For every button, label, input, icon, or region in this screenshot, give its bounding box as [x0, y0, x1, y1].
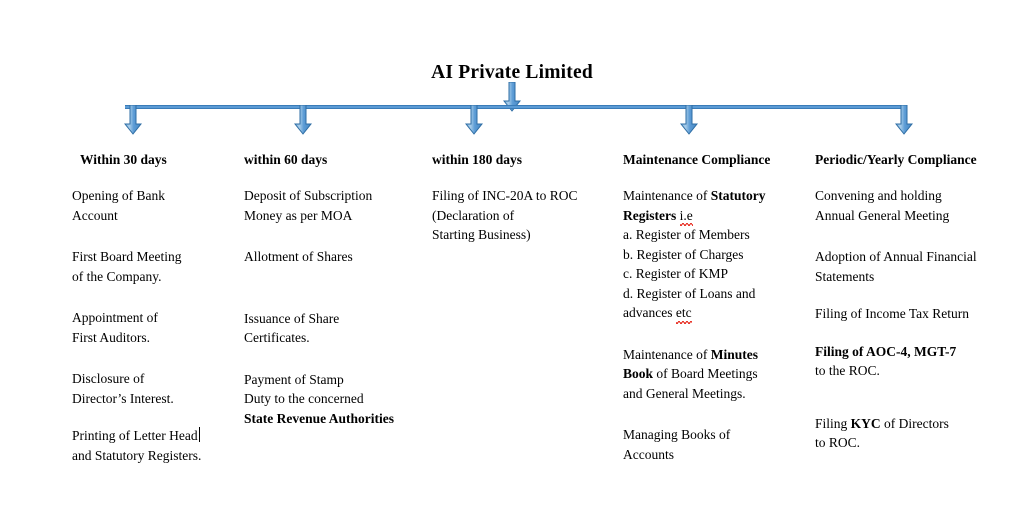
column-maintenance-compliance: Maintenance Compliance Maintenance of St…: [623, 152, 798, 482]
item-line: Payment of Stamp: [244, 371, 344, 387]
item-line: Filing of Income Tax Return: [815, 306, 970, 322]
item-line: to the ROC.: [815, 363, 880, 379]
list-item: Convening and holding Annual General Mee…: [815, 186, 1015, 225]
column-within-180-days: within 180 days Filing of INC-20A to ROC…: [432, 152, 622, 263]
list-item: Filing KYC of Directors to ROC.: [815, 414, 1015, 453]
item-line-emphasis: Filing of AOC-4, MGT-7: [815, 343, 957, 359]
item-line: Starting Business): [432, 227, 531, 243]
item-line: Certificates.: [244, 330, 310, 346]
item-text-emphasis: Book: [623, 366, 654, 382]
item-text: of Board Meetings: [653, 366, 758, 382]
item-line: Annual General Meeting: [815, 207, 950, 223]
list-item: Allotment of Shares: [244, 247, 414, 267]
list-item: Appointment of First Auditors.: [72, 308, 237, 347]
column-header-2: within 60 days: [244, 152, 328, 167]
item-line: (Declaration of: [432, 207, 515, 223]
item-line: First Auditors.: [72, 329, 151, 345]
item-line: Printing of Letter Head: [72, 428, 198, 444]
list-item: Filing of Income Tax Return: [815, 304, 1015, 324]
item-line-with-caret[interactable]: Printing of Letter Head: [72, 426, 237, 446]
list-item: Maintenance of Minutes Book of Board Mee…: [623, 345, 798, 404]
item-line: and Statutory Registers.: [72, 447, 202, 463]
list-item: Filing of INC-20A to ROC (Declaration of…: [432, 186, 622, 245]
list-item: Filing of AOC-4, MGT-7 to the ROC.: [815, 342, 1015, 381]
item-line: Filing of INC-20A to ROC: [432, 188, 578, 204]
column-periodic-yearly-compliance: Periodic/Yearly Compliance Convening and…: [815, 152, 1015, 471]
column-header-4: Maintenance Compliance: [623, 152, 771, 167]
item-line: of the Company.: [72, 268, 162, 284]
misspelled-word: etc: [675, 303, 692, 324]
item-line: Maintenance of Statutory: [623, 186, 798, 206]
arrow-down-col-4: [680, 105, 698, 135]
item-line: c. Register of KMP: [623, 266, 728, 282]
item-line: Duty to the concerned: [244, 391, 364, 407]
list-item: Maintenance of Statutory Registers i.e a…: [623, 186, 798, 324]
item-text-emphasis: Registers: [623, 207, 677, 223]
list-item: Payment of Stamp Duty to the concerned S…: [244, 370, 414, 429]
item-line: Opening of Bank: [72, 188, 165, 204]
column-header-3: within 180 days: [432, 152, 523, 167]
arrow-down-col-1: [124, 105, 142, 135]
item-line: b. Register of Charges: [623, 246, 744, 262]
item-line: First Board Meeting: [72, 249, 182, 265]
text-caret: [198, 427, 201, 443]
item-line: Allotment of Shares: [244, 249, 353, 265]
item-text: Maintenance of: [623, 188, 711, 204]
item-line: a. Register of Members: [623, 227, 750, 243]
item-line: Adoption of Annual Financial: [815, 249, 977, 265]
item-line-emphasis: State Revenue Authorities: [244, 410, 394, 426]
item-line: Convening and holding: [815, 188, 942, 204]
column-within-60-days: within 60 days Deposit of Subscription M…: [244, 152, 414, 446]
column-within-30-days: Within 30 days Opening of Bank Account F…: [72, 152, 237, 477]
list-item: Opening of Bank Account: [72, 186, 237, 225]
item-line: advances etc: [623, 303, 798, 324]
item-text-emphasis: Minutes: [710, 346, 758, 362]
item-line: d. Register of Loans and: [623, 285, 756, 301]
item-line: Registers i.e: [623, 206, 798, 226]
item-line: Accounts: [623, 446, 674, 462]
list-item: Deposit of Subscription Money as per MOA: [244, 186, 414, 225]
arrow-down-col-5: [895, 105, 913, 135]
item-line: Money as per MOA: [244, 207, 353, 223]
list-item: First Board Meeting of the Company.: [72, 247, 237, 286]
item-line: Deposit of Subscription: [244, 188, 373, 204]
item-line: Book of Board Meetings: [623, 364, 798, 384]
column-header-1: Within 30 days: [80, 152, 167, 167]
item-line: to ROC.: [815, 435, 861, 451]
list-item: Disclosure of Director’s Interest.: [72, 369, 237, 408]
item-line: Account: [72, 207, 118, 223]
misspelled-word: i.e: [679, 206, 693, 226]
column-header-5: Periodic/Yearly Compliance: [815, 152, 977, 167]
item-text: advances: [623, 305, 676, 321]
list-item: Adoption of Annual Financial Statements: [815, 247, 1015, 286]
item-line: Director’s Interest.: [72, 390, 174, 406]
item-line: Filing KYC of Directors: [815, 414, 1015, 434]
item-line: Disclosure of: [72, 371, 145, 387]
item-line: Statements: [815, 268, 875, 284]
item-text: Filing: [815, 415, 851, 431]
list-item: Issuance of Share Certificates.: [244, 309, 414, 348]
item-text: Maintenance of: [623, 346, 711, 362]
arrow-down-col-2: [294, 105, 312, 135]
item-text-emphasis: Statutory: [710, 188, 766, 204]
item-line: Managing Books of: [623, 427, 731, 443]
page-title: AI Private Limited: [431, 62, 593, 83]
item-line: Appointment of: [72, 310, 158, 326]
item-text-emphasis: KYC: [850, 415, 881, 431]
timeline-bar: [125, 105, 905, 109]
list-item: Printing of Letter Head and Statutory Re…: [72, 426, 237, 465]
item-line: Maintenance of Minutes: [623, 345, 798, 365]
item-line: Issuance of Share: [244, 310, 340, 326]
list-item: Managing Books of Accounts: [623, 425, 798, 464]
item-line: and General Meetings.: [623, 385, 746, 401]
arrow-down-col-3: [465, 105, 483, 135]
item-text: of Directors: [880, 415, 949, 431]
